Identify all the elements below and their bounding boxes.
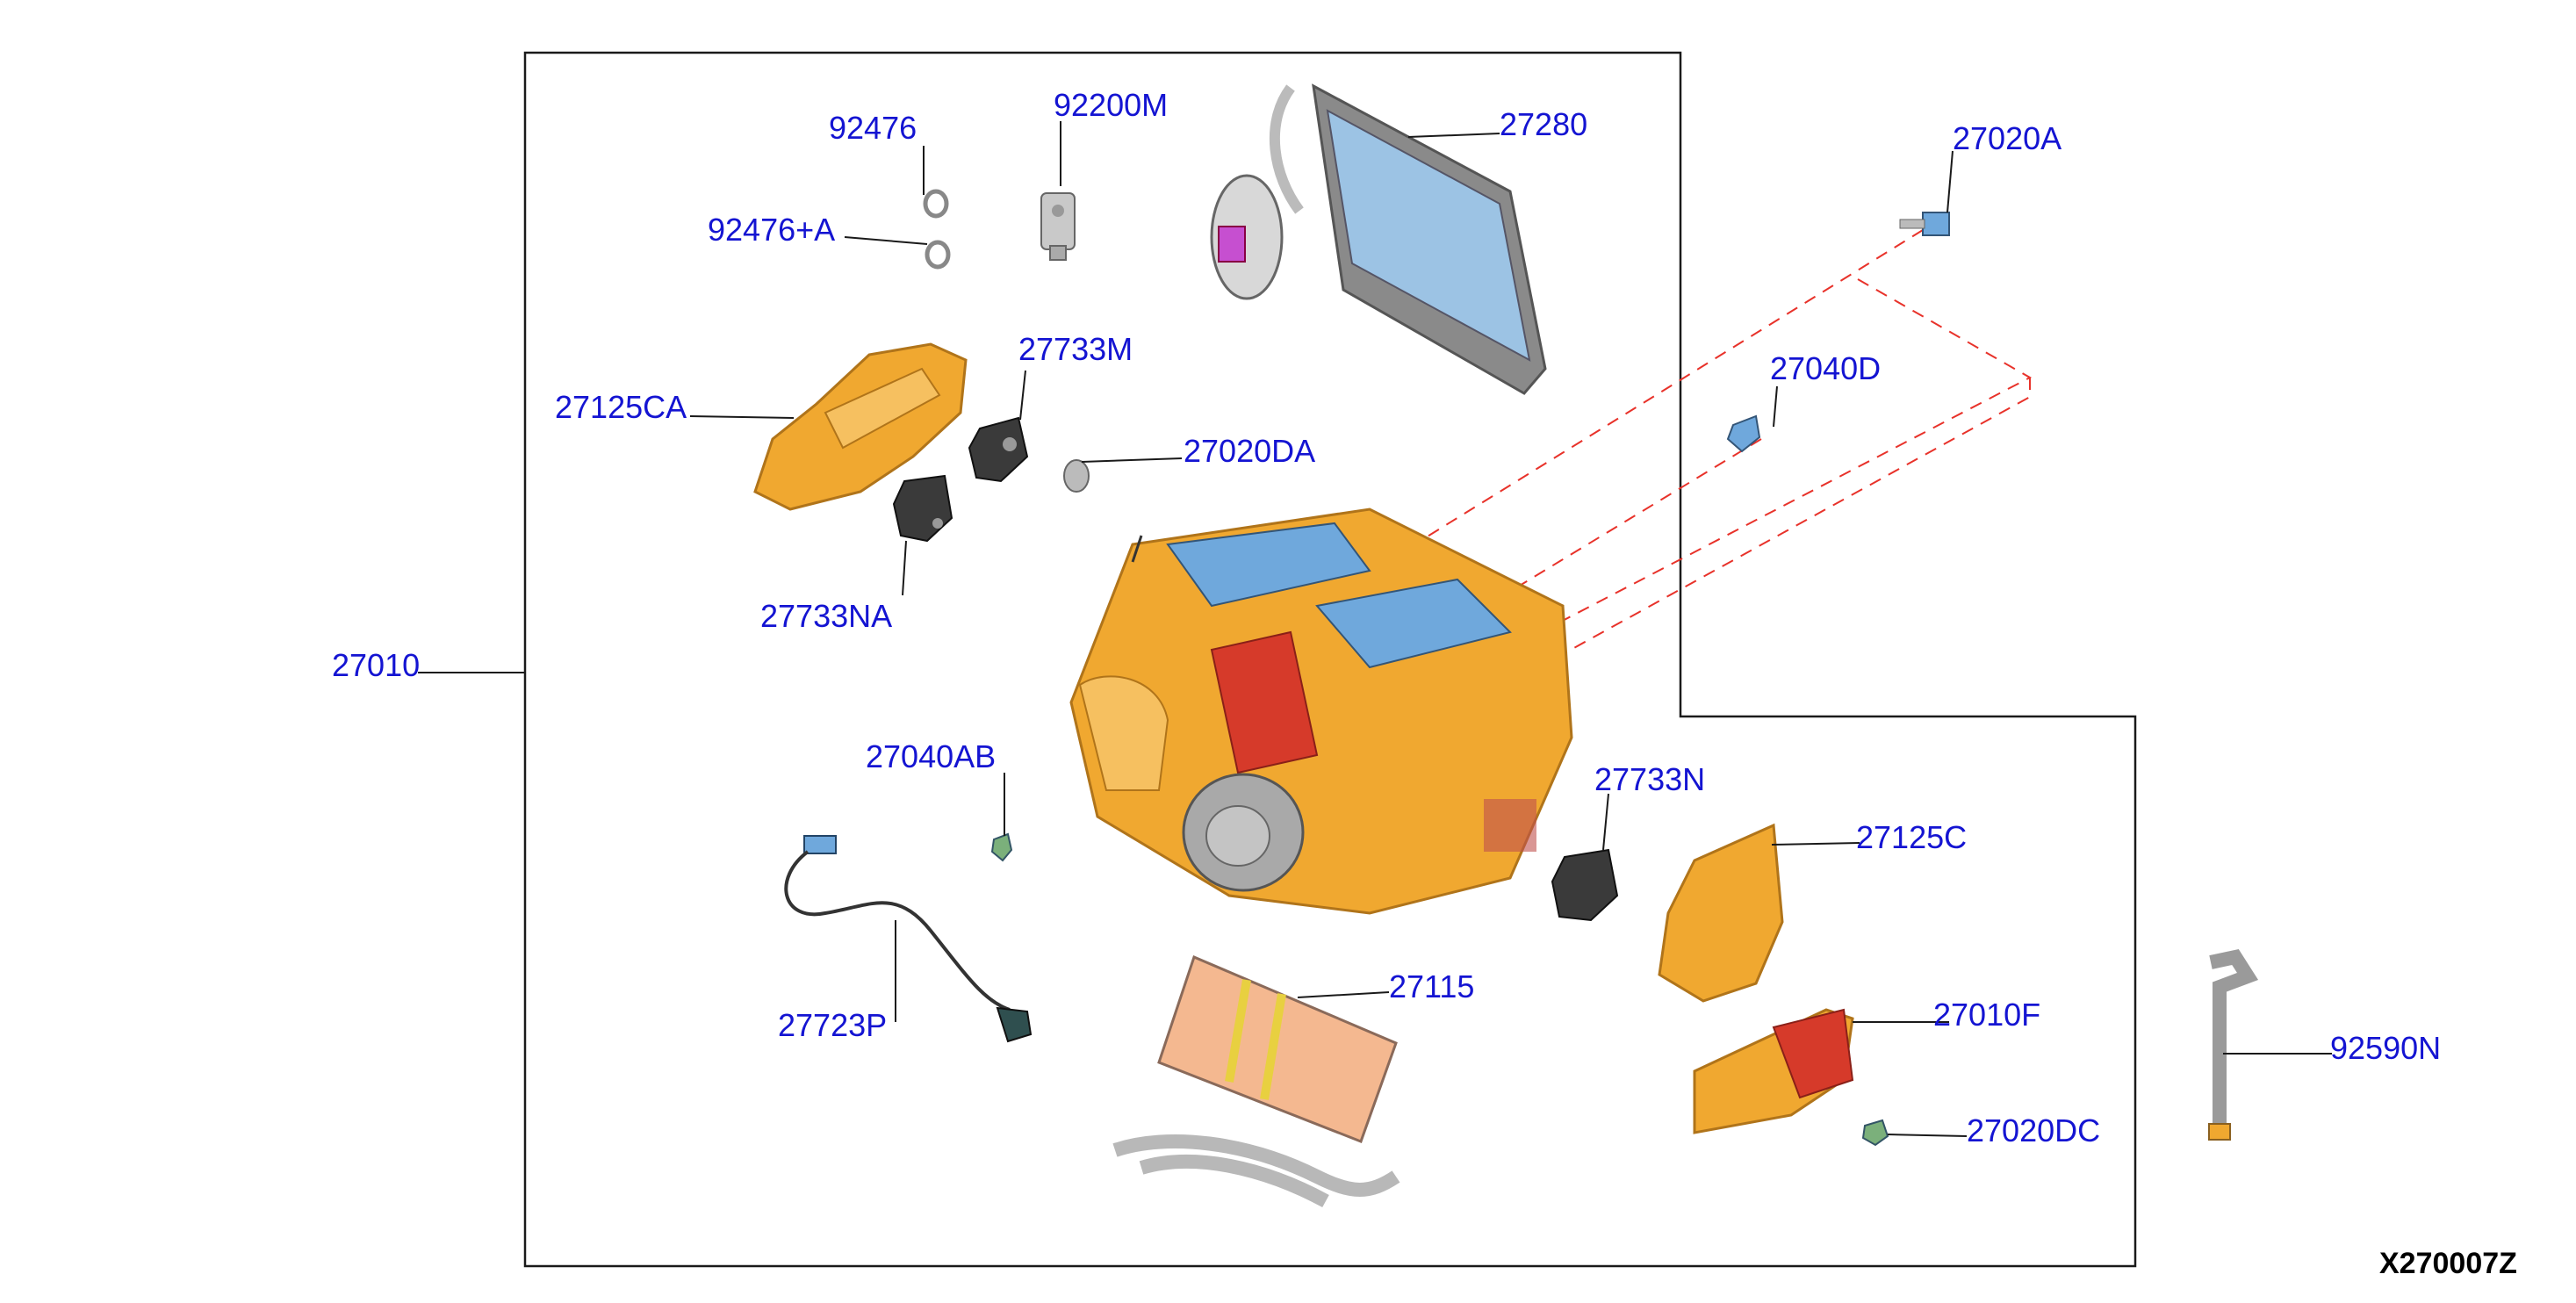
heater-core-shape [1112, 954, 1400, 1208]
sensor-harness-shape [784, 835, 1033, 1043]
part-label-27733n: 27733N [1594, 761, 1705, 797]
hvac-unit-shape [1069, 508, 1573, 915]
drain-hose-shape [2208, 949, 2259, 1141]
o-ring-92476a-shape [925, 240, 951, 270]
part-label-27040ab: 27040AB [866, 738, 996, 774]
actuator-27733n-shape [1551, 848, 1619, 922]
part-label-27733na: 27733NA [760, 598, 892, 634]
part-label-27733m: 27733M [1018, 331, 1133, 367]
clip-27020da-shape [1063, 459, 1090, 493]
part-label-27020a: 27020A [1953, 120, 2062, 156]
duct-27125ca-shape [753, 342, 968, 511]
o-ring-92476-shape [923, 189, 949, 219]
duct-27010f-shape [1693, 1008, 1854, 1134]
bolt-27040d-shape [1726, 414, 1761, 453]
part-label-27010f: 27010F [1933, 997, 2040, 1033]
part-label-27115: 27115 [1389, 968, 1474, 1004]
diagram-code: X270007Z [2379, 1247, 2517, 1280]
part-label-92476: 92476 [829, 110, 917, 146]
leader-lines [418, 121, 2332, 1137]
assembly-frame [523, 51, 2137, 1268]
part-label-27723p: 27723P [778, 1007, 887, 1043]
part-label-27125c: 27125C [1856, 819, 1967, 855]
part-label-27020dc: 27020DC [1967, 1112, 2100, 1148]
evaporator-shape [1210, 83, 1547, 395]
expansion-valve-shape [1040, 192, 1076, 261]
clip-27020dc-shape [1861, 1119, 1889, 1147]
part-label-27280: 27280 [1500, 106, 1587, 142]
actuator-27733m-shape [968, 416, 1029, 483]
part-label-27020da: 27020DA [1184, 433, 1315, 469]
bolt-27020a-shape [1899, 212, 1950, 236]
actuator-27733na-shape [892, 474, 953, 543]
part-label-92476a: 92476+A [708, 212, 835, 248]
part-label-92590n: 92590N [2330, 1030, 2441, 1066]
part-label-27010: 27010 [332, 647, 420, 683]
part-label-27125ca: 27125CA [555, 389, 687, 425]
part-label-27040d: 27040D [1770, 350, 1881, 386]
screw-27040ab-shape [990, 832, 1013, 862]
duct-27125c-shape [1658, 823, 1784, 1003]
part-label-92200m: 92200M [1054, 87, 1168, 123]
